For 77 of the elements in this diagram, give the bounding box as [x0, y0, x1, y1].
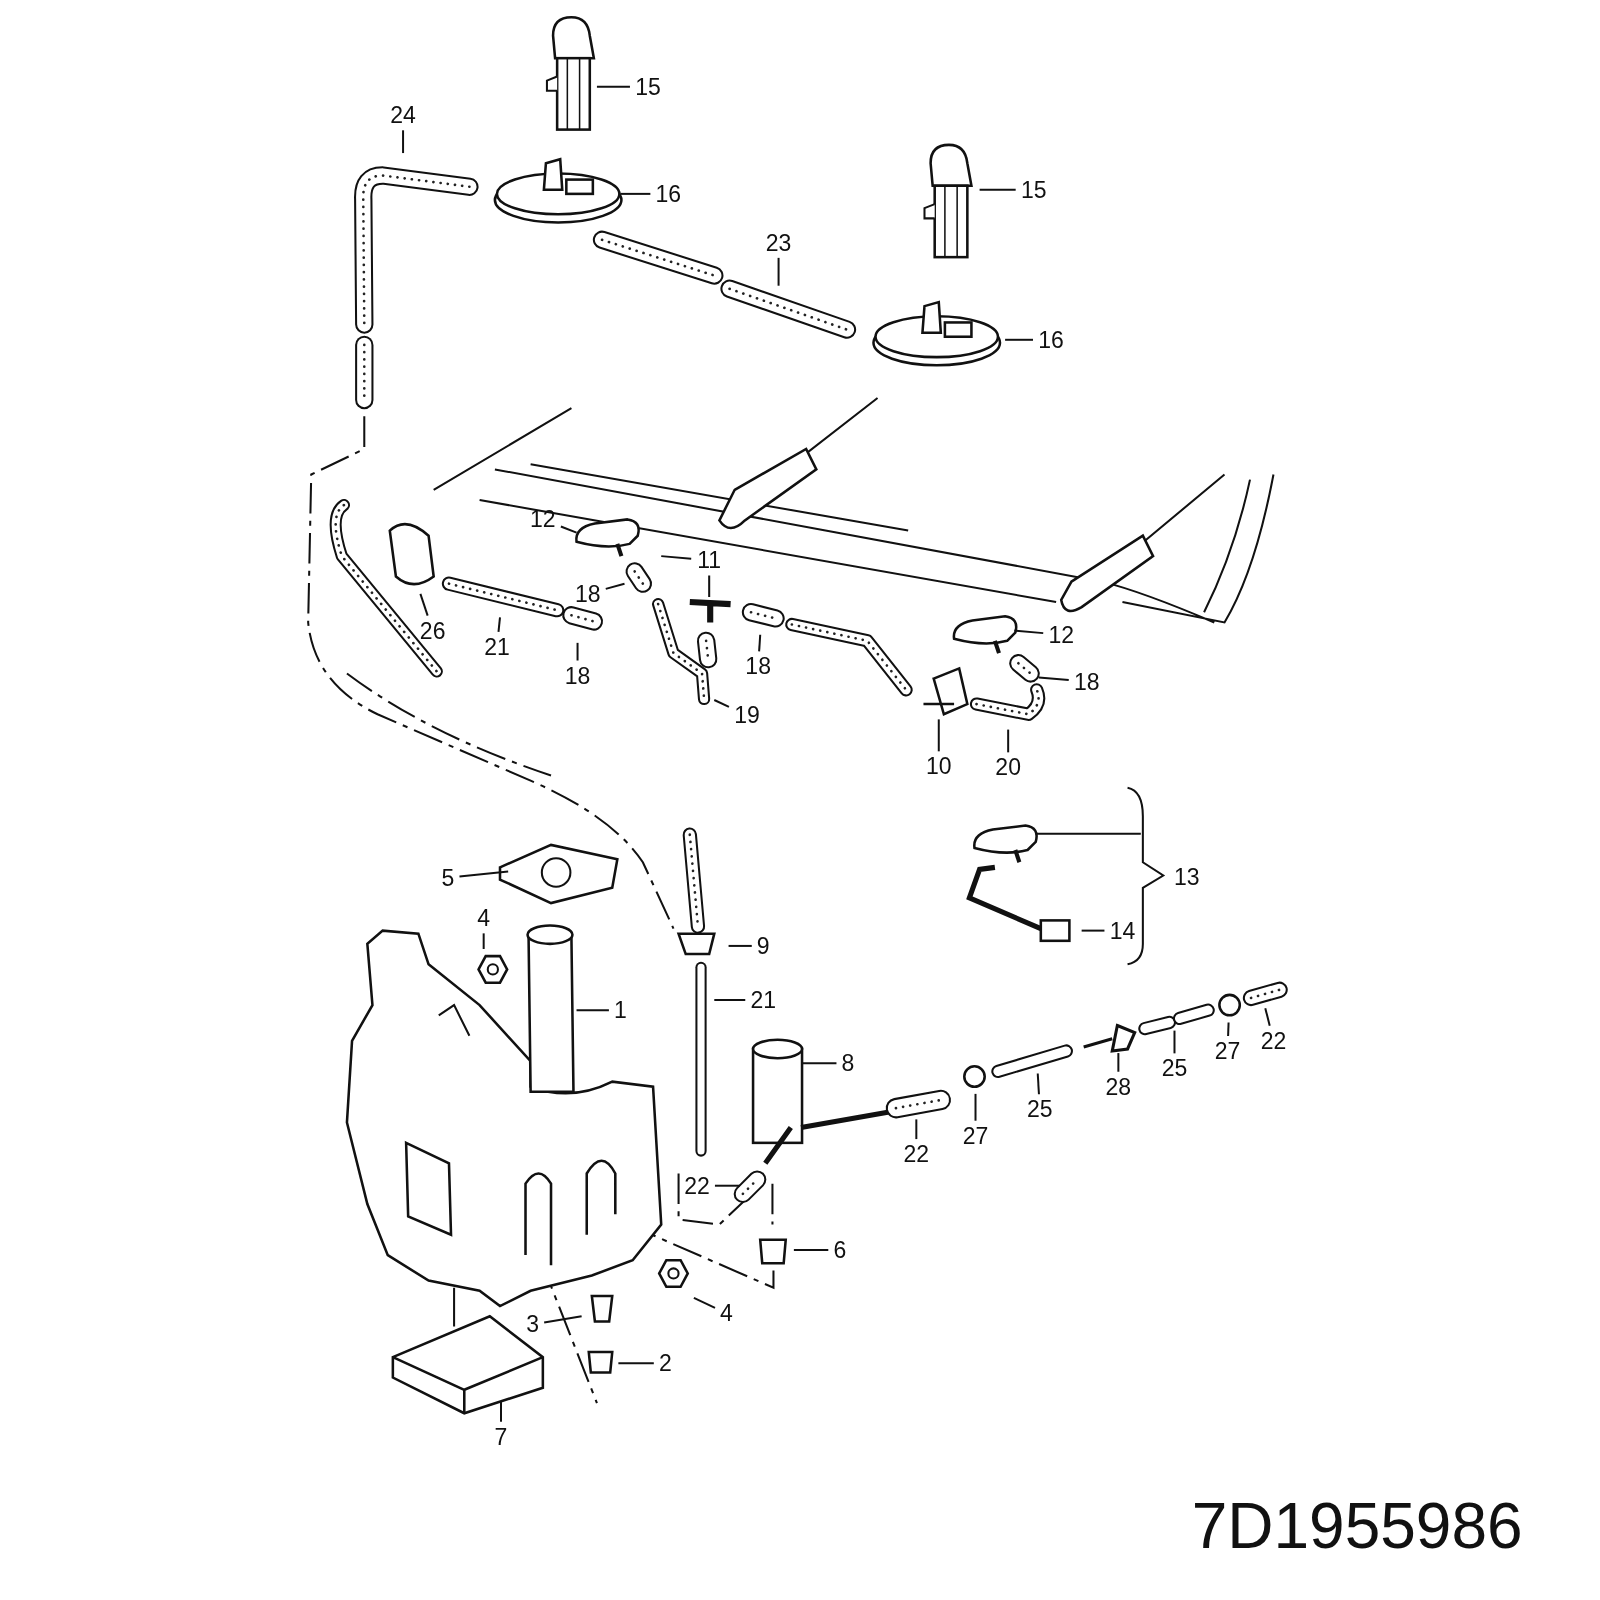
leader-line: [543, 1315, 583, 1324]
callout-number: 15: [1020, 176, 1047, 203]
leader-line: [1036, 1072, 1040, 1096]
callout-number: 15: [635, 73, 661, 100]
leader-line: [800, 1062, 838, 1065]
callout-number: 21: [484, 633, 510, 660]
callout-number: 14: [1109, 917, 1136, 944]
callout-number: 7: [494, 1423, 508, 1450]
leader-line: [1227, 1021, 1230, 1037]
leader-line: [974, 1092, 977, 1122]
leader-line: [692, 1296, 717, 1309]
callout-number: 20: [995, 754, 1021, 781]
callout-number: 22: [684, 1172, 710, 1199]
leader-line: [617, 1362, 655, 1365]
leader-line: [713, 999, 747, 1001]
callout-number: 5: [441, 864, 455, 891]
leader-line: [1080, 929, 1106, 932]
callout-number: 26: [419, 617, 446, 644]
callout-number: 27: [962, 1122, 989, 1149]
callout-number: 18: [564, 662, 591, 689]
leader-line: [500, 1401, 502, 1423]
callout-number: 13: [1173, 864, 1200, 891]
leader-line: [604, 582, 626, 590]
leader-line: [1037, 676, 1070, 682]
callout-number: 11: [697, 547, 722, 574]
callout-number: 3: [526, 1311, 540, 1338]
leader-line: [792, 1249, 830, 1251]
callout-number: 4: [477, 905, 491, 932]
callout-number: 25: [1161, 1055, 1188, 1082]
callout-number: 23: [765, 229, 792, 256]
callout-number: 1: [614, 997, 627, 1024]
leader-line: [758, 633, 762, 653]
callout-number: 16: [1038, 326, 1064, 353]
callout-number: 10: [925, 753, 952, 780]
leader-line: [1264, 1007, 1271, 1027]
callout-number: 27: [1214, 1038, 1241, 1064]
leader-line: [1117, 1052, 1120, 1073]
leader-line: [937, 718, 940, 753]
leader-line: [660, 555, 693, 560]
leader-line: [482, 932, 485, 950]
leader-line: [1004, 338, 1034, 341]
leader-line: [727, 944, 753, 947]
part-number: 7D1955986: [1191, 1490, 1523, 1561]
leader-line: [458, 870, 510, 878]
callout-number: 22: [903, 1141, 930, 1168]
leader-line: [595, 85, 631, 88]
leader-line: [419, 592, 429, 617]
callout-number: 22: [1260, 1027, 1287, 1054]
leader-line: [713, 699, 730, 708]
callout-number: 25: [1027, 1096, 1053, 1123]
callout-number: 8: [841, 1050, 855, 1077]
callout-number: 16: [655, 180, 682, 207]
callout-number: 24: [390, 102, 416, 129]
leader-line: [575, 1009, 610, 1012]
leader-line: [497, 616, 501, 633]
callout-number: 18: [745, 653, 771, 680]
leader-line: [713, 1184, 741, 1187]
callout-number: 19: [734, 702, 760, 729]
callout-number: 12: [1048, 621, 1074, 648]
leader-line: [576, 641, 579, 662]
callout-number: 4: [720, 1300, 733, 1327]
callout-number: 9: [756, 932, 770, 959]
callout-number: 2: [658, 1350, 672, 1377]
leader-line: [619, 192, 652, 195]
callout-number: 6: [833, 1237, 847, 1263]
callout-number: 21: [750, 987, 777, 1013]
callout-number: 18: [574, 580, 601, 607]
leader-line: [978, 188, 1017, 191]
leader-line: [402, 129, 405, 155]
leader-line: [1013, 629, 1045, 635]
leader-line: [915, 1118, 918, 1141]
leader-line: [559, 525, 578, 534]
leader-line: [1173, 1029, 1176, 1055]
leader-line: [1007, 728, 1010, 754]
callout-number: 18: [1073, 668, 1100, 695]
leader-line: [777, 256, 780, 287]
callout-number: 28: [1105, 1073, 1132, 1100]
